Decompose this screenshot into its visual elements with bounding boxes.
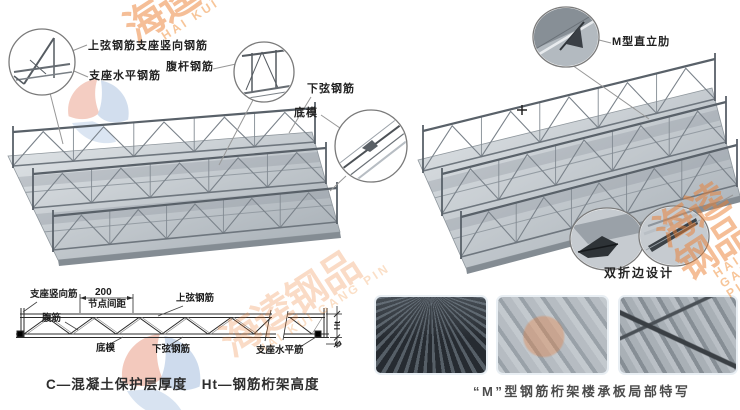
label-node-spacing-value: 200 (95, 287, 112, 298)
label-top-chord-rebar: 上弦钢筋 (176, 293, 215, 304)
label-web-bar: 腹筋 (42, 313, 62, 324)
label-dim-truss-height: Ht (332, 321, 342, 330)
brand-pinwheel-logo (121, 333, 201, 410)
label-node-spacing: 节点间距 (88, 299, 127, 310)
brand-watermark: 海逵钢品 HAI KUI GANG PIN (647, 170, 740, 314)
label-support-horizontal-rebar: 支座水平钢筋 (89, 70, 161, 82)
photo-site-installation (374, 295, 488, 375)
brand-watermark-cn: 海逵钢品 (212, 243, 368, 366)
steel-trusses (12, 53, 738, 259)
callout-web-detail (233, 41, 295, 103)
cursor-crosshair (517, 105, 527, 115)
callout-fold-edge-left (569, 207, 645, 271)
photo-truss-deck-close-up (618, 295, 738, 375)
right-deck-illustration (417, 87, 740, 274)
label-m-type-rib: M型直立肋 (612, 36, 671, 48)
label-lower-chord-drawing: 下弦钢筋 (152, 344, 191, 355)
callout-support-end-detail (8, 28, 76, 96)
label-support-horizontal-bar: 支座水平筋 (256, 345, 304, 356)
left-deck-illustration (7, 131, 341, 266)
label-bottom-sheet: 底模 (294, 107, 318, 119)
callout-fold-edge-right (638, 205, 710, 267)
photo-strip-caption: “M”型钢筋桁架楼承板局部特写 (473, 384, 691, 399)
label-bottom-sheet-drawing: 底模 (96, 343, 116, 354)
callout-m-rib-detail (532, 6, 600, 68)
label-double-fold-edge: 双折边设计 (604, 266, 675, 280)
label-web-rebar: 腹杆钢筋 (166, 61, 214, 73)
section-drawing-caption: C—混凝土保护层厚度 Ht—钢筋桁架高度 (46, 377, 320, 392)
label-lower-chord-rebar: 下弦钢筋 (307, 83, 355, 95)
callout-bottom-sheet-detail (334, 109, 408, 183)
photo-deck-close-up (496, 295, 609, 375)
label-dim-concrete-cover: C (333, 340, 343, 347)
leader-lines (49, 39, 734, 214)
label-upper-chord-support-vertical-rebar: 上弦钢筋支座竖向钢筋 (88, 40, 208, 52)
label-support-vertical-bar: 支座竖向筋 (30, 289, 78, 300)
brand-pinwheel-logo (68, 78, 129, 144)
